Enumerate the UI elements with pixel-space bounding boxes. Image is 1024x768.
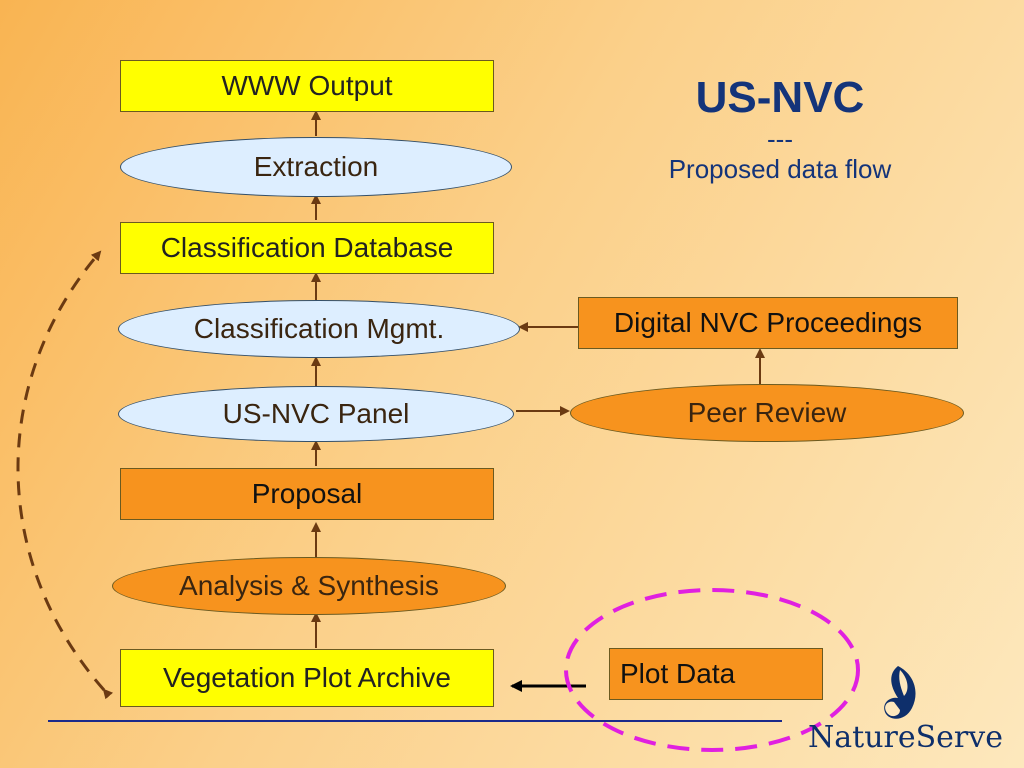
butterfly-icon bbox=[884, 666, 916, 719]
dashed-feedback-arrow bbox=[16, 250, 114, 700]
www-output-box: WWW Output bbox=[120, 60, 494, 112]
title-block: US-NVC --- Proposed data flow bbox=[600, 72, 960, 184]
natureserve-logo: NatureServe bbox=[808, 662, 1003, 762]
vegetation-plot-archive-box: Vegetation Plot Archive bbox=[120, 649, 494, 707]
plot-data-box: Plot Data bbox=[609, 648, 823, 700]
page-title: US-NVC bbox=[695, 73, 865, 122]
digital-proceedings-box: Digital NVC Proceedings bbox=[578, 297, 958, 349]
classification-database-box: Classification Database bbox=[120, 222, 494, 274]
analysis-synthesis-ellipse: Analysis & Synthesis bbox=[112, 557, 506, 615]
classification-mgmt-ellipse: Classification Mgmt. bbox=[118, 300, 520, 358]
plot-data-highlight bbox=[564, 588, 860, 752]
page-subtitle: Proposed data flow bbox=[668, 154, 892, 184]
extraction-ellipse: Extraction bbox=[120, 137, 512, 197]
peer-review-ellipse: Peer Review bbox=[570, 384, 964, 442]
logo-text: NatureServe bbox=[808, 720, 1003, 755]
proposal-box: Proposal bbox=[120, 468, 494, 520]
title-dashes: --- bbox=[767, 124, 793, 154]
usnvc-panel-ellipse: US-NVC Panel bbox=[118, 386, 514, 442]
